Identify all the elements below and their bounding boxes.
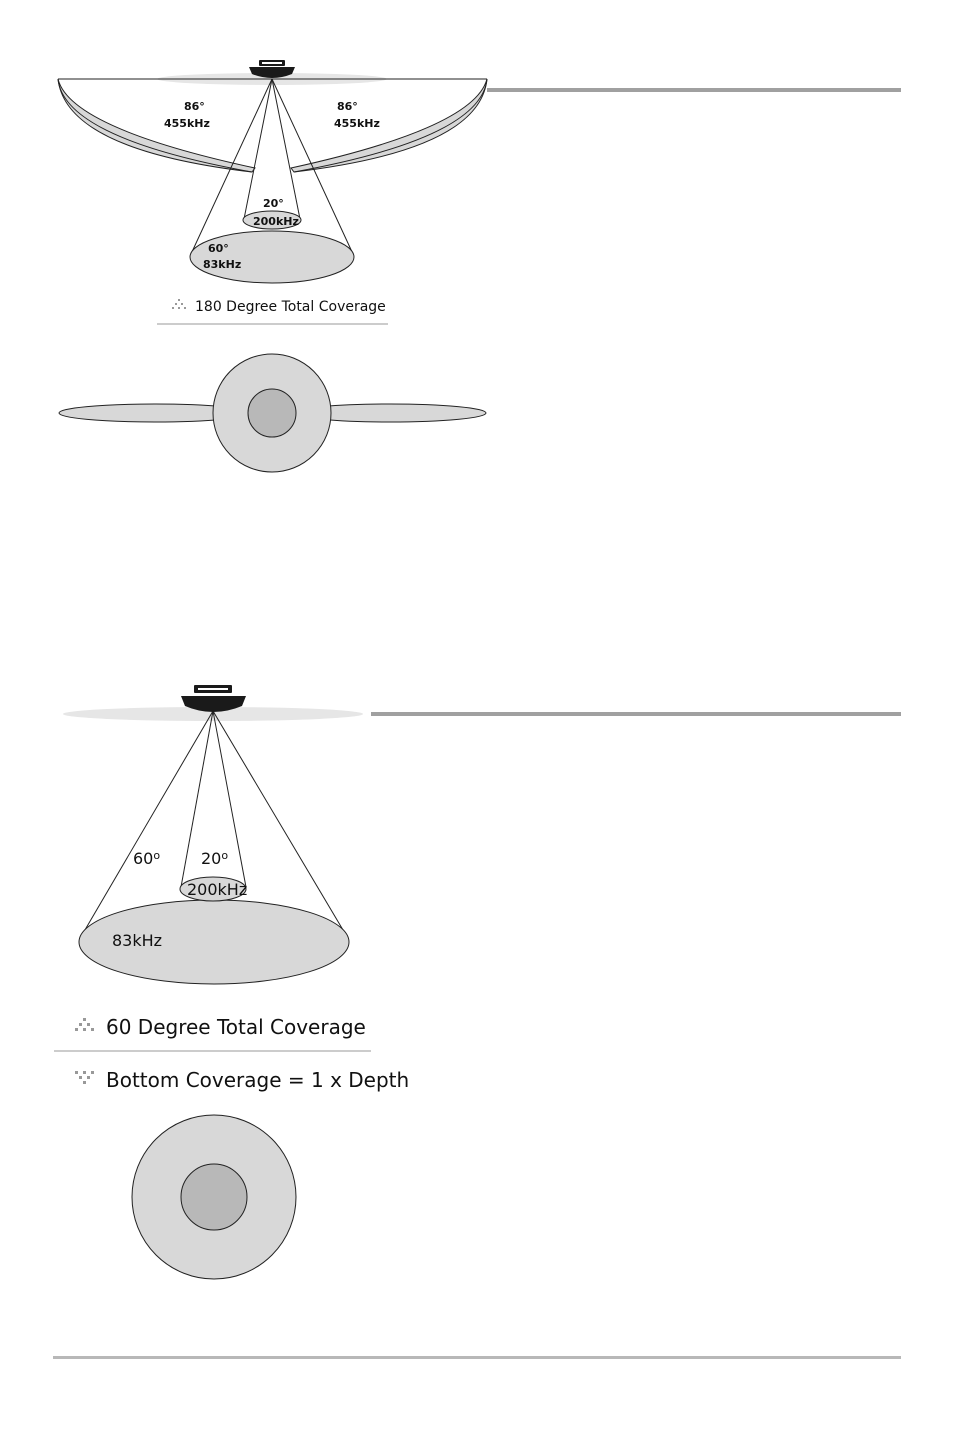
left-beam-freq: 455kHz	[164, 117, 210, 130]
diagram-1: 86° 455kHz 86° 455kHz 20° 200kHz 60° 83k…	[58, 60, 901, 472]
wide-beam-angle: 60°	[208, 242, 229, 255]
wide-beam-angle-2: 60o	[133, 849, 160, 868]
right-beam-freq: 455kHz	[334, 117, 380, 130]
wide-cone-footprint	[190, 231, 354, 283]
wide-beam-freq: 83kHz	[203, 258, 241, 271]
bottom-coverage-text: Bottom Coverage = 1 x Depth	[106, 1068, 409, 1092]
narrow-beam-freq: 200kHz	[253, 215, 299, 228]
bottom-coverage-icon	[75, 1071, 94, 1084]
boat-icon	[249, 60, 295, 78]
right-beam-angle: 86°	[337, 100, 358, 113]
left-beam-angle: 86°	[184, 100, 205, 113]
left-side-beam-edge	[58, 79, 252, 172]
coverage-legend-text-2: 60 Degree Total Coverage	[106, 1015, 366, 1039]
footer-rule	[53, 1356, 901, 1359]
boat-icon-2	[181, 685, 246, 712]
right-side-beam	[291, 79, 487, 172]
narrow-beam-freq-2: 200kHz	[187, 880, 247, 899]
top-view-2	[132, 1115, 296, 1279]
left-side-beam	[58, 79, 255, 172]
coverage-legend-icon	[172, 299, 186, 309]
section-rule-1	[487, 88, 901, 92]
top-view-narrow-coverage-2	[181, 1164, 247, 1230]
section-rule-2	[371, 712, 901, 716]
diagram-2: 60o 20o 200kHz 83kHz 60 Degree Total Cov…	[54, 685, 901, 1279]
top-view-narrow-coverage	[248, 389, 296, 437]
coverage-legend-text: 180 Degree Total Coverage	[195, 299, 386, 315]
coverage-legend-icon-2	[75, 1018, 94, 1031]
right-side-beam-edge	[294, 79, 487, 172]
wide-beam-freq-2: 83kHz	[112, 931, 162, 950]
top-view-1	[59, 354, 486, 472]
narrow-beam-angle: 20°	[263, 197, 284, 210]
narrow-beam-angle-2: 20o	[201, 849, 228, 868]
